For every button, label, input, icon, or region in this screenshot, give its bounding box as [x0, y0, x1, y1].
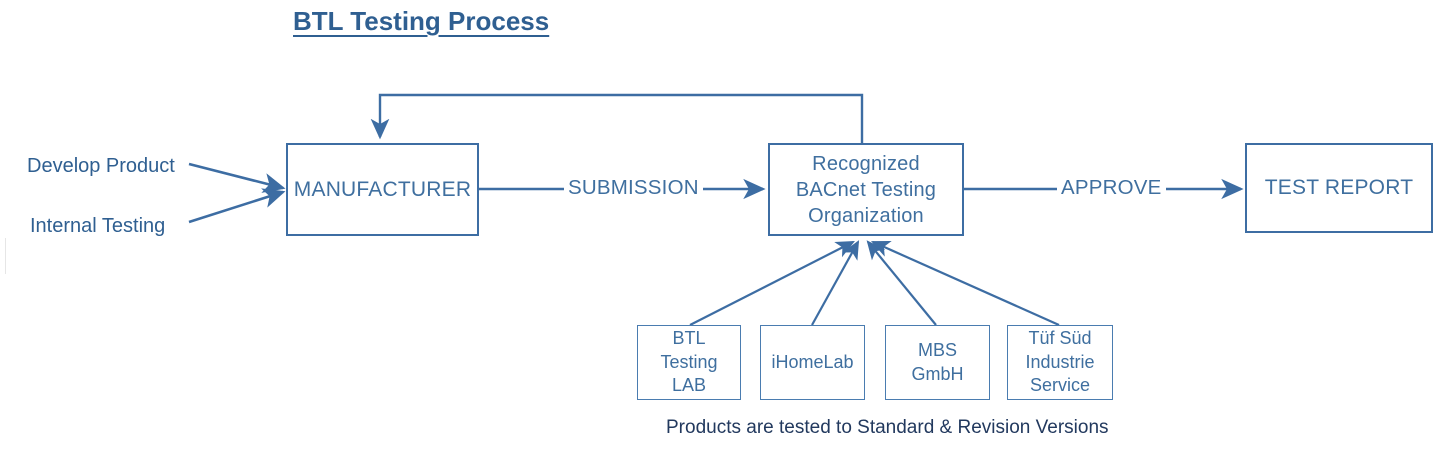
- node-test-report[interactable]: TEST REPORT: [1245, 143, 1433, 233]
- node-mbs-gmbh-line1: MBS: [917, 339, 957, 360]
- node-recognized-bacnet-testing-organization[interactable]: Recognized BACnet Testing Organization: [768, 143, 964, 236]
- page-title: BTL Testing Process: [293, 6, 550, 36]
- node-mbs-gmbh-line2: GmbH: [911, 363, 964, 384]
- edge-ihomelab-to-rbto: [811, 240, 860, 326]
- edge-internal-testing-to-manufacturer: [188, 188, 286, 224]
- node-rbto-line1: Recognized: [812, 152, 920, 175]
- node-test-report-label: TEST REPORT: [1264, 176, 1414, 199]
- node-manufacturer-label: MANUFACTURER: [293, 177, 472, 201]
- input-label-internal-testing: Internal Testing: [30, 215, 166, 237]
- edge-label-approve: APPROVE: [1057, 176, 1166, 200]
- node-ihomelab-line1: iHomeLab: [771, 351, 854, 372]
- left-edge-artifact: [5, 238, 6, 274]
- edge-mbs-gmbh-to-rbto: [866, 240, 937, 326]
- node-btl-testing-lab-line1: BTL: [672, 327, 706, 348]
- node-rbto-line3: Organization: [808, 204, 924, 227]
- node-tuf-sud-line1: Tüf Süd: [1028, 327, 1092, 348]
- edge-tuf-sud-to-rbto: [870, 240, 1060, 327]
- edge-label-submission: SUBMISSION: [564, 176, 703, 200]
- node-tuf-sud-line3: Service: [1029, 375, 1090, 396]
- node-mbs-gmbh[interactable]: MBS GmbH: [885, 325, 990, 400]
- node-tuf-sud-line2: Industrie: [1025, 351, 1095, 372]
- node-btl-testing-lab[interactable]: BTL Testing LAB: [637, 325, 741, 400]
- edge-btl-testing-lab-to-rbto: [689, 241, 855, 326]
- node-tuf-sud-industrie-service[interactable]: Tüf Süd Industrie Service: [1007, 325, 1113, 400]
- edge-develop-product-to-manufacturer: [188, 162, 286, 193]
- node-ihomelab[interactable]: iHomeLab: [760, 325, 865, 400]
- input-label-develop-product: Develop Product: [27, 155, 175, 177]
- node-btl-testing-lab-line3: LAB: [671, 375, 706, 396]
- node-rbto-line2: BACnet Testing: [795, 178, 937, 201]
- node-manufacturer[interactable]: MANUFACTURER: [286, 143, 479, 236]
- diagram-caption: Products are tested to Standard & Revisi…: [666, 417, 1109, 438]
- node-btl-testing-lab-line2: Testing: [660, 351, 718, 372]
- edge-feedback-loop-rbto-to-manufacturer: [370, 93, 864, 143]
